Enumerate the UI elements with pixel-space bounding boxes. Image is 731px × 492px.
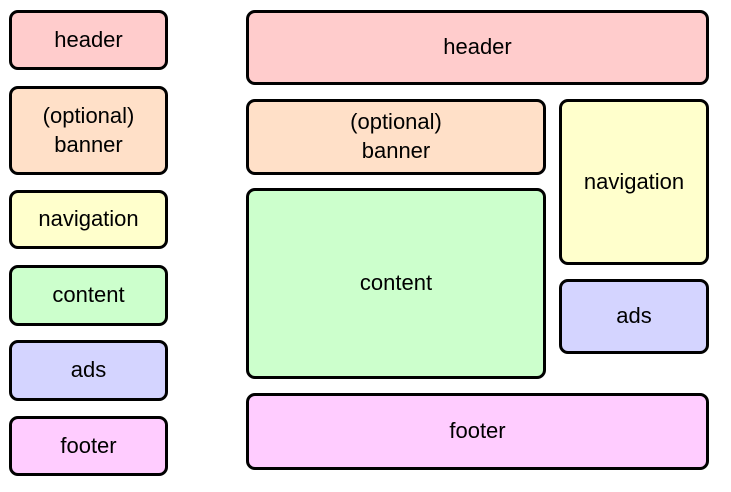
stacked-footer-label: footer bbox=[60, 432, 117, 458]
grid-ads-label: ads bbox=[616, 303, 652, 329]
grid-header-block: header bbox=[246, 10, 709, 85]
stacked-header-block: header bbox=[9, 10, 168, 70]
grid-banner-block: (optional) banner bbox=[246, 99, 546, 175]
grid-navigation-block: navigation bbox=[559, 99, 709, 265]
stacked-content-block: content bbox=[9, 265, 168, 326]
grid-content-block: content bbox=[246, 188, 546, 379]
stacked-content-label: content bbox=[52, 282, 125, 308]
stacked-footer-block: footer bbox=[9, 416, 168, 476]
grid-banner-label: (optional) banner bbox=[350, 109, 442, 163]
grid-footer-label: footer bbox=[449, 418, 506, 444]
grid-header-label: header bbox=[443, 34, 512, 60]
grid-ads-block: ads bbox=[559, 279, 709, 354]
stacked-ads-label: ads bbox=[70, 357, 107, 383]
grid-content-label: content bbox=[359, 270, 433, 296]
stacked-banner-label: (optional) banner bbox=[42, 102, 135, 157]
grid-navigation-label: navigation bbox=[583, 168, 685, 194]
stacked-ads-block: ads bbox=[9, 340, 168, 401]
stacked-banner-block: (optional) banner bbox=[9, 86, 168, 175]
grid-footer-block: footer bbox=[246, 393, 709, 470]
stacked-header-label: header bbox=[54, 26, 123, 52]
stacked-navigation-label: navigation bbox=[38, 206, 139, 232]
stacked-navigation-block: navigation bbox=[9, 190, 168, 249]
